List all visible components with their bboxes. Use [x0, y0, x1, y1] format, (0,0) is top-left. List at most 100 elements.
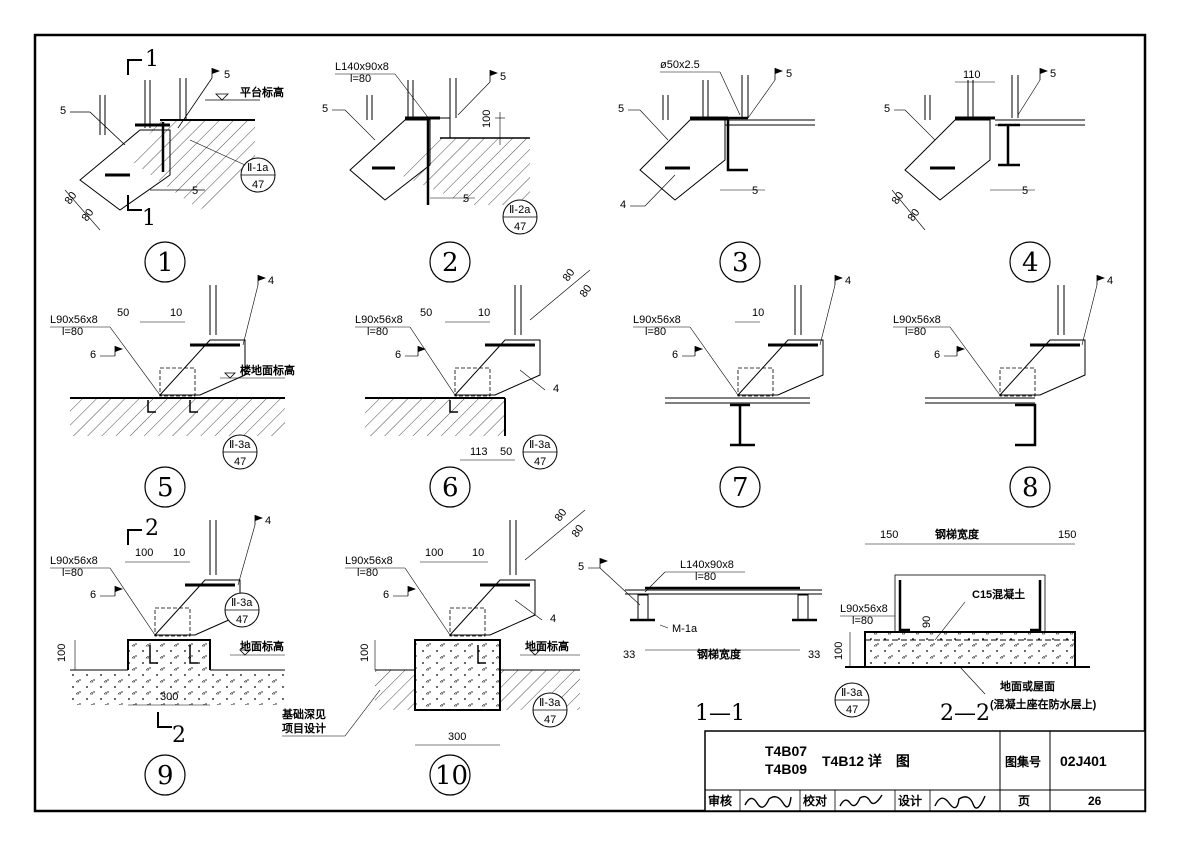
dimension: 300	[160, 691, 178, 703]
detail-9: 2 2 L90x56x8 l=80 100 10 6 4 100 300 地面标…	[50, 515, 285, 796]
detail-number: 1	[157, 248, 174, 278]
angle-length-label: l=80	[645, 326, 666, 338]
dimension: 300	[448, 731, 466, 743]
weld-size: 5	[884, 103, 890, 115]
dimension: 10	[173, 547, 185, 559]
title-line-2: T4B09	[765, 761, 807, 777]
detail-ref-bottom: 47	[534, 456, 546, 468]
angle-spec-label: L140x90x8	[680, 559, 734, 571]
detail-number: 10	[435, 761, 468, 791]
dimension: 80	[553, 507, 570, 524]
anchor-label: M-1a	[672, 623, 698, 635]
project-design-label: 项目设计	[282, 721, 326, 735]
weld-size: 4	[550, 613, 556, 625]
dimension: 100	[56, 644, 68, 662]
detail-ref-top: Ⅱ-3a	[529, 439, 551, 451]
weld-size: 6	[934, 349, 940, 361]
dimension: 10	[478, 307, 490, 319]
weld-size: 5	[752, 185, 758, 197]
angle-spec-label: L90x56x8	[633, 314, 681, 326]
waterproof-note-label: (混凝土座在防水层上)	[990, 697, 1097, 711]
weld-size: 4	[268, 275, 274, 287]
detail-ref-bottom: 47	[252, 179, 264, 191]
title-block: T4B07 T4B09 T4B12 详 图 图集号 02J401 审核 校对 设…	[704, 730, 1146, 812]
dimension: 100	[425, 547, 443, 559]
angle-spec-label: L90x56x8	[50, 555, 98, 567]
dimension: 80	[578, 283, 595, 300]
detail-ref-top: Ⅱ-3a	[231, 597, 253, 609]
dimension: 100	[135, 547, 153, 559]
weld-size: 6	[383, 589, 389, 601]
section-mark-1-top: 1	[145, 47, 159, 72]
detail-ref-top: Ⅱ-3a	[539, 697, 561, 709]
detail-number: 4	[1022, 248, 1039, 278]
weld-size: 4	[845, 275, 851, 287]
signature-reviewer	[744, 796, 792, 808]
dimension: 110	[963, 69, 981, 81]
angle-length-label: l=80	[852, 615, 873, 627]
atlas-number: 02J401	[1060, 753, 1107, 769]
detail-6: L90x56x8 l=80 50 10 80 80 6 4 113 50 Ⅱ-3…	[355, 267, 595, 508]
weld-size: 6	[90, 349, 96, 361]
detail-3: ø50x2.5 5 5 5 4 3	[618, 59, 815, 283]
detail-8: L90x56x8 l=80 6 4 8	[893, 275, 1113, 508]
section-title: 1—1	[695, 701, 745, 726]
page-number: 26	[1088, 794, 1102, 808]
weld-size: 4	[620, 199, 626, 211]
detail-number: 3	[732, 248, 749, 278]
detail-ref-bottom: 47	[236, 614, 248, 626]
detail-5: L90x56x8 l=80 50 10 4 6 楼地面标高 Ⅱ-3a 47 5	[50, 275, 295, 508]
detail-ref-top: Ⅱ-1a	[247, 162, 269, 174]
section-mark-1-bottom: 1	[142, 206, 156, 231]
weld-size: 5	[1022, 185, 1028, 197]
drawing-title: T4B12 详 图	[822, 753, 910, 769]
weld-size: 4	[265, 515, 271, 527]
dimension: 80	[63, 190, 80, 207]
atlas-number-label: 图集号	[1005, 754, 1041, 769]
dimension: 80	[561, 267, 578, 284]
section-2-2: 150 150 钢梯宽度 C15混凝土 L90x56x8 l=80 90 100…	[833, 527, 1097, 726]
weld-size: 5	[463, 193, 469, 205]
detail-number: 5	[157, 473, 174, 503]
angle-length-label: l=80	[367, 326, 388, 338]
dimension: 33	[623, 649, 635, 661]
weld-size: 5	[224, 69, 230, 81]
angle-spec-label: L90x56x8	[50, 314, 98, 326]
ground-or-roof-label: 地面或屋面	[1000, 679, 1055, 693]
weld-size: 5	[192, 185, 198, 197]
detail-ref-bottom: 47	[514, 221, 526, 233]
design-label: 设计	[898, 793, 922, 808]
detail-ref-top: Ⅱ-3a	[841, 687, 863, 699]
weld-size: 5	[618, 103, 624, 115]
detail-number: 7	[732, 473, 749, 503]
angle-spec-label: L90x56x8	[893, 314, 941, 326]
signature-checker	[839, 794, 883, 807]
foundation-depth-label: 基础深见	[281, 707, 326, 721]
detail-number: 6	[442, 473, 459, 503]
angle-spec-label: L90x56x8	[345, 555, 393, 567]
section-mark-2-bottom: 2	[172, 723, 186, 748]
weld-size: 5	[578, 561, 584, 573]
angle-spec-label: L90x56x8	[840, 603, 888, 615]
pipe-spec-label: ø50x2.5	[660, 59, 700, 71]
detail-2: L140x90x8 l=80 100 5 5 5 Ⅱ-2a 47 2	[322, 61, 538, 283]
dimension: 80	[906, 207, 923, 224]
dimension: 50	[500, 446, 512, 458]
dimension: 80	[80, 207, 97, 224]
angle-length-label: l=80	[905, 326, 926, 338]
page-label: 页	[1018, 794, 1030, 808]
detail-ref-bottom: 47	[544, 714, 556, 726]
section-mark-2-top: 2	[145, 516, 159, 541]
ladder-width-label: 钢梯宽度	[935, 527, 980, 541]
detail-ref-top: Ⅱ-3a	[229, 439, 251, 451]
weld-size: 5	[60, 105, 66, 117]
review-label: 审核	[708, 793, 732, 808]
weld-size: 4	[1107, 275, 1113, 287]
dimension: 50	[420, 307, 432, 319]
weld-size: 5	[500, 71, 506, 83]
ground-elevation-label: 地面标高	[525, 639, 569, 653]
weld-size: 4	[553, 383, 559, 395]
dimension: 150	[880, 529, 898, 541]
dimension: 150	[1058, 529, 1076, 541]
